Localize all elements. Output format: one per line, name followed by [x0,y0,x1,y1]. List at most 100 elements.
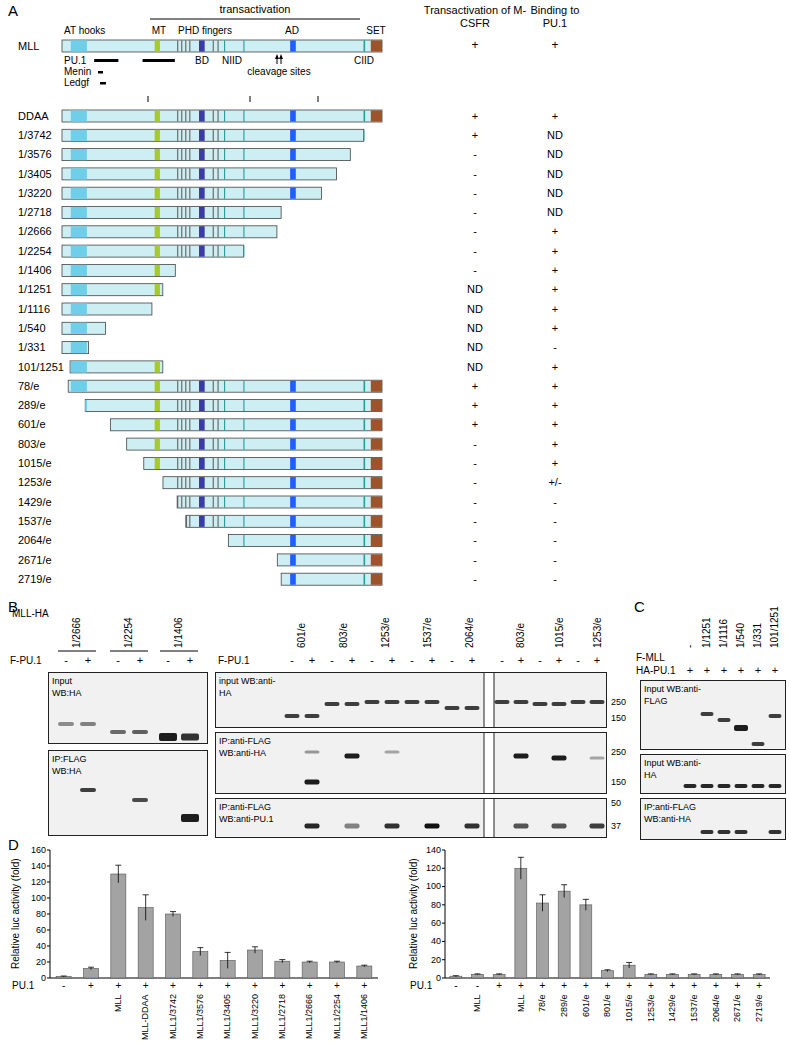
domain-block [224,226,225,237]
domain-block [177,40,178,51]
construct-bar [62,322,105,334]
bar-label: MLL1/3742 [168,994,178,1039]
domain-block [185,439,186,450]
construct-name: MLL [18,40,39,53]
construct-bar [62,168,337,180]
error-bar [648,973,654,974]
lane-sign: + [772,664,778,677]
domain-block [218,496,219,507]
domain-block [199,226,205,237]
result-mark: - [473,573,477,586]
domain-block [243,207,244,218]
domain-block [243,246,244,257]
domain-block [218,207,219,218]
bar-label: MLL [516,994,526,1012]
lane-sign: + [197,980,203,992]
lane-sign: + [143,980,149,992]
domain-block [371,574,382,585]
domain-block [243,188,244,199]
construct-name: 78/e [18,380,39,393]
domain-block [364,419,366,430]
blot-gap [484,732,494,794]
domain-block [243,400,244,411]
domain-block [71,265,87,276]
lane-sign: + [518,980,524,992]
domain-block [213,149,214,160]
domain-label: BD [195,55,209,67]
protein-band [769,784,782,788]
protein-band [110,730,126,734]
protein-band [385,751,400,754]
lane-sign: - [166,654,170,667]
size-marker: 150 [611,713,626,723]
result-mark: - [553,515,557,528]
error-bar [145,895,146,921]
domain-block [155,226,160,237]
domain-block [155,110,160,121]
result-mark: - [553,554,557,567]
tick-mark [148,96,149,102]
chart-bar [580,905,592,978]
domain-block [199,477,205,488]
domain-block [185,496,186,507]
chart-bar [667,974,679,978]
domain-block [218,516,219,527]
domain-label: Menin [64,66,91,78]
lane-sign: - [500,654,504,667]
domain-block [189,226,190,237]
binding-bar [143,59,175,62]
domain-block [364,574,366,585]
result-mark: + [552,361,558,374]
lane-sign: - [476,980,479,992]
protein-band [514,824,529,829]
lane-sign: - [538,654,542,667]
blot-ground [215,672,607,728]
error-bar [520,857,521,879]
protein-band [80,788,96,792]
domain-block [218,439,219,450]
domain-block [371,554,382,565]
axis-title: Relative luc activity (fold) [10,859,22,970]
chart-bar [83,968,98,978]
domain-block [189,110,190,121]
protein-band [590,824,605,829]
domain-block [177,149,178,160]
domain-block [224,458,225,469]
tick-label: 120 [31,877,46,887]
domain-label: CIID [354,55,374,67]
error-bar [691,973,697,974]
lane-header: 1/540 [735,623,747,648]
construct-name: 1/1116 [18,303,50,316]
domain-block [243,168,244,179]
blot-panel: IP:anti-FLAG WB:anti-HA [640,798,786,840]
domain-block [371,110,382,121]
protein-band [181,734,199,741]
protein-band [718,830,731,834]
lane-sign: + [756,980,762,992]
result-mark: + [552,283,558,296]
bar-label: 1253/e [646,994,656,1022]
x-axis [50,978,378,979]
domain-block [199,149,205,160]
domain-block [185,400,186,411]
construct-name: 2064/e [18,534,52,547]
size-marker: 150 [611,777,626,787]
domain-block [364,496,366,507]
result-mark: ND [547,129,563,142]
domain-block [243,149,244,160]
domain-block [224,419,225,430]
domain-block [218,400,219,411]
lane-sign: + [687,664,693,677]
domain-block [243,226,244,237]
blot-label: Input WB:anti-FLAG [641,681,713,709]
domain-block [185,188,186,199]
result-mark: ND [547,148,563,161]
domain-block [189,419,190,430]
blot-label: IP:FLAG WB:HA [49,751,95,779]
lane-sign: - [576,654,580,667]
domain-block [243,535,244,546]
chart-bar [357,966,372,978]
chart-bar [688,974,700,978]
domain-block [364,477,366,488]
protein-band [132,798,148,802]
